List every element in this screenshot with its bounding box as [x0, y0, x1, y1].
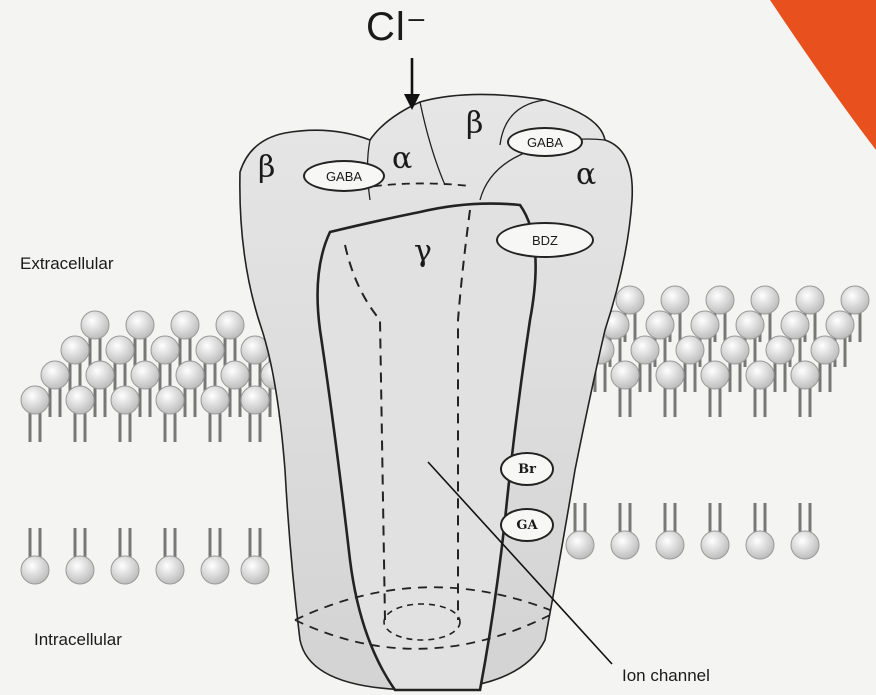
lipid-molecule [611, 503, 639, 559]
lipid-molecule [201, 528, 229, 584]
alpha-subunit-right-label: α [576, 157, 596, 192]
extracellular-label: Extracellular [20, 254, 114, 274]
lipid-bilayer-right [566, 286, 869, 559]
lipid-molecule [156, 528, 184, 584]
bdz-site: BDZ [496, 222, 594, 258]
lipid-molecule [66, 528, 94, 584]
alpha-subunit-left-label: α [392, 141, 412, 176]
lipid-molecule [21, 528, 49, 584]
lipid-molecule [21, 386, 49, 442]
lipid-molecule [701, 361, 729, 417]
lipid-molecule [791, 503, 819, 559]
lipid-molecule [201, 386, 229, 442]
chloride-arrow [404, 58, 420, 110]
intracellular-label: Intracellular [34, 630, 122, 650]
lipid-molecule [656, 503, 684, 559]
lipid-molecule [701, 503, 729, 559]
gaba-site-right: GABA [507, 127, 583, 157]
lipid-molecule [566, 503, 594, 559]
lipid-molecule [611, 361, 639, 417]
lipid-molecule [111, 386, 139, 442]
gaba-site-left: GABA [303, 160, 385, 192]
gamma-subunit-label: γ [414, 234, 432, 269]
lipid-molecule [241, 386, 269, 442]
br-site: Br [500, 452, 554, 486]
lipid-molecule [791, 361, 819, 417]
lipid-molecule [241, 528, 269, 584]
lipid-molecule [656, 361, 684, 417]
ion-channel-callout-label: Ion channel [622, 666, 710, 686]
chloride-ion-label: Cl⁻ [366, 4, 428, 50]
lipid-molecule [746, 361, 774, 417]
orange-corner-accent [770, 0, 876, 150]
lipid-molecule [156, 386, 184, 442]
lipid-molecule [111, 528, 139, 584]
beta-subunit-left-label: β [258, 150, 275, 185]
beta-subunit-top-label: β [466, 106, 483, 141]
lipid-molecule [746, 503, 774, 559]
lipid-molecule [66, 386, 94, 442]
ga-site: GA [500, 508, 554, 542]
